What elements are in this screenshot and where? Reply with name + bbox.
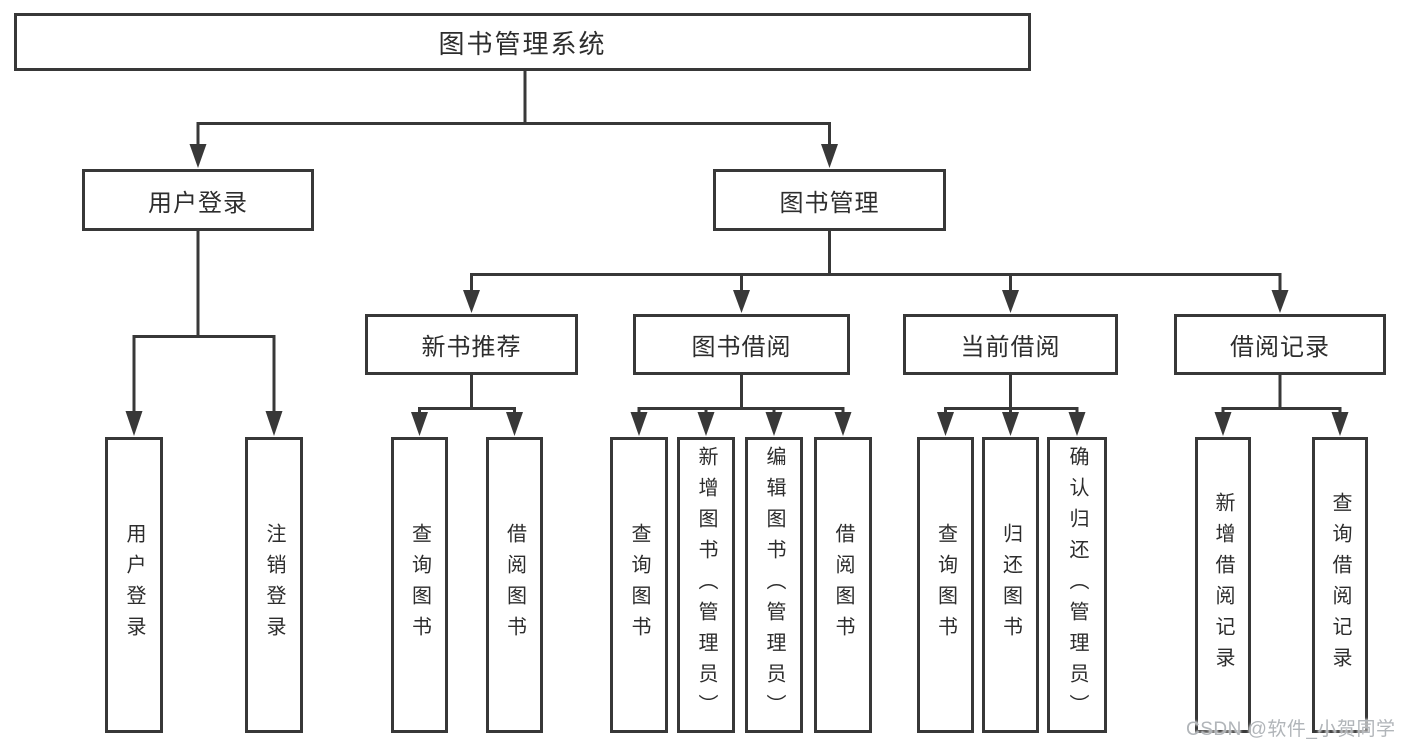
watermark: CSDN @软件_小贺同学 [1186, 719, 1396, 740]
leaf-add-borrow-record: 新增借阅记录 [1195, 437, 1251, 733]
node-book-management: 图书管理 [713, 169, 946, 231]
node-user-login: 用户登录 [82, 169, 314, 231]
leaf-add-books-admin: 新增图书（管理员） [677, 437, 735, 733]
node-new-book-recommend: 新书推荐 [365, 314, 578, 375]
leaf-logout: 注销登录 [245, 437, 303, 733]
leaf-return-books: 归还图书 [982, 437, 1039, 733]
arrowheads [125, 144, 1349, 436]
leaf-borrow-books-recommend: 借阅图书 [486, 437, 543, 733]
leaf-edit-books-admin: 编辑图书（管理员） [745, 437, 803, 733]
leaf-user-login: 用户登录 [105, 437, 163, 733]
leaf-confirm-return-admin: 确认归还（管理员） [1047, 437, 1107, 733]
leaf-borrow-books-borrowing: 借阅图书 [814, 437, 872, 733]
leaf-query-books-borrowing: 查询图书 [610, 437, 668, 733]
node-borrowing-records: 借阅记录 [1174, 314, 1386, 375]
leaf-query-books-recommend: 查询图书 [391, 437, 448, 733]
node-root-system: 图书管理系统 [14, 13, 1031, 71]
leaf-query-books-current: 查询图书 [917, 437, 974, 733]
node-book-borrowing: 图书借阅 [633, 314, 850, 375]
leaf-query-borrow-record: 查询借阅记录 [1312, 437, 1368, 733]
node-current-borrowing: 当前借阅 [903, 314, 1118, 375]
